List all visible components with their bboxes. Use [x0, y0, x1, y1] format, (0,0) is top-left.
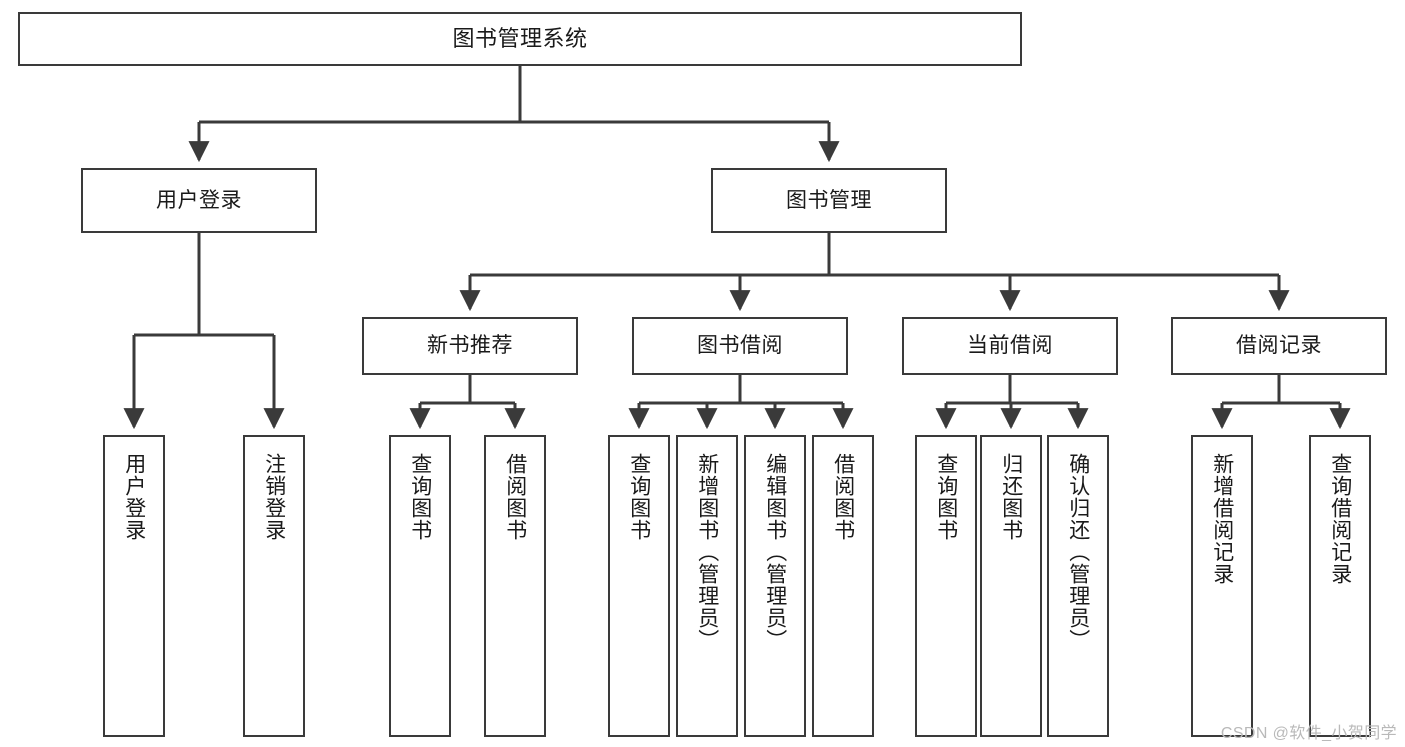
leaf-query-record-label: 查询借阅记录: [1328, 453, 1352, 585]
leaf-query-book-2-label: 查询图书: [627, 453, 651, 541]
leaf-add-record-label: 新增借阅记录: [1210, 453, 1234, 585]
leaf-logout[interactable]: 注销登录: [243, 435, 305, 737]
leaf-borrow-book-2[interactable]: 借阅图书: [812, 435, 874, 737]
leaf-query-book-1[interactable]: 查询图书: [389, 435, 451, 737]
node-book-manage[interactable]: 图书管理: [711, 168, 947, 233]
leaf-query-book-3-label: 查询图书: [934, 453, 958, 541]
leaf-borrow-book-1-label: 借阅图书: [503, 453, 527, 541]
node-borrow-record[interactable]: 借阅记录: [1171, 317, 1387, 375]
node-root[interactable]: 图书管理系统: [18, 12, 1022, 66]
leaf-borrow-book-2-label: 借阅图书: [831, 453, 855, 541]
node-root-label: 图书管理系统: [452, 25, 588, 51]
leaf-logout-label: 注销登录: [262, 453, 286, 541]
leaf-edit-book-label: 编辑图书（管理员）: [763, 453, 787, 651]
node-current-borrow[interactable]: 当前借阅: [902, 317, 1118, 375]
leaf-return-book-label: 归还图书: [999, 453, 1023, 541]
watermark-text: CSDN @软件_小贺同学: [1220, 725, 1397, 742]
node-user-login-label: 用户登录: [156, 188, 242, 212]
node-book-manage-label: 图书管理: [786, 188, 872, 212]
leaf-confirm-return-label: 确认归还（管理员）: [1066, 453, 1090, 651]
leaf-query-book-1-label: 查询图书: [408, 453, 432, 541]
leaf-query-book-2[interactable]: 查询图书: [608, 435, 670, 737]
leaf-edit-book[interactable]: 编辑图书（管理员）: [744, 435, 806, 737]
leaf-return-book[interactable]: 归还图书: [980, 435, 1042, 737]
node-new-book-rec-label: 新书推荐: [427, 334, 513, 358]
leaf-query-record[interactable]: 查询借阅记录: [1309, 435, 1371, 737]
leaf-user-login[interactable]: 用户登录: [103, 435, 165, 737]
leaf-user-login-label: 用户登录: [122, 453, 146, 541]
node-borrow-record-label: 借阅记录: [1236, 334, 1322, 358]
leaf-borrow-book-1[interactable]: 借阅图书: [484, 435, 546, 737]
leaf-confirm-return[interactable]: 确认归还（管理员）: [1047, 435, 1109, 737]
leaf-query-book-3[interactable]: 查询图书: [915, 435, 977, 737]
leaf-add-record[interactable]: 新增借阅记录: [1191, 435, 1253, 737]
node-new-book-rec[interactable]: 新书推荐: [362, 317, 578, 375]
leaf-add-book[interactable]: 新增图书（管理员）: [676, 435, 738, 737]
node-book-borrow-label: 图书借阅: [697, 334, 783, 358]
node-user-login[interactable]: 用户登录: [81, 168, 317, 233]
leaf-add-book-label: 新增图书（管理员）: [695, 453, 719, 651]
node-book-borrow[interactable]: 图书借阅: [632, 317, 848, 375]
node-current-borrow-label: 当前借阅: [967, 334, 1053, 358]
